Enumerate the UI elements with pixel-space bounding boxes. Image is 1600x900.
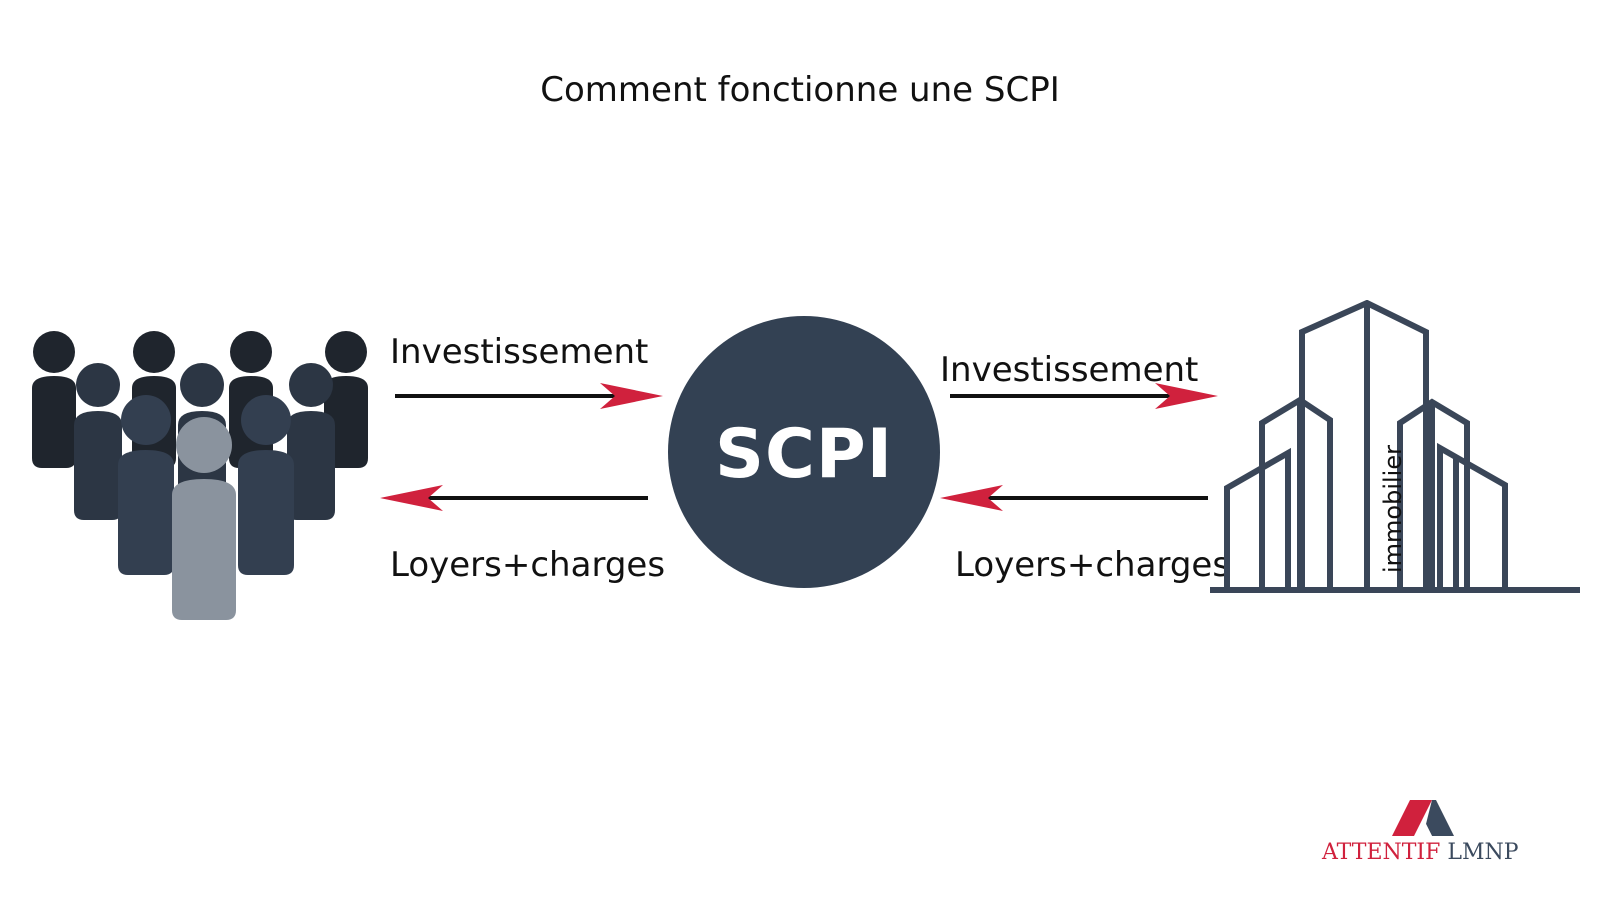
investment-arrow-left bbox=[395, 383, 663, 409]
rent-label-right: Loyers+charges bbox=[955, 545, 1231, 585]
scpi-node-label: SCPI bbox=[714, 415, 894, 494]
diagram-title: Comment fonctionne une SCPI bbox=[540, 70, 1060, 110]
investment-label-right: Investissement bbox=[940, 350, 1199, 390]
logo-text: ATTENTIF LMNP bbox=[1322, 840, 1519, 866]
rent-arrow-left bbox=[380, 485, 648, 511]
investors-crowd-icon bbox=[32, 331, 368, 620]
logo-word-lmnp: LMNP bbox=[1447, 840, 1519, 865]
investment-label-left: Investissement bbox=[390, 332, 649, 372]
building-label: immobilier bbox=[1379, 445, 1407, 573]
scpi-node: SCPI bbox=[668, 316, 940, 588]
rent-label-left: Loyers+charges bbox=[390, 545, 666, 585]
buildings-icon bbox=[1210, 300, 1580, 593]
investment-arrow-right bbox=[950, 383, 1218, 409]
logo-word-attentif: ATTENTIF bbox=[1322, 840, 1441, 865]
brand-logo: ATTENTIF LMNP bbox=[1322, 800, 1532, 870]
logo-mark-icon bbox=[1392, 800, 1454, 836]
rent-arrow-right bbox=[940, 485, 1208, 511]
